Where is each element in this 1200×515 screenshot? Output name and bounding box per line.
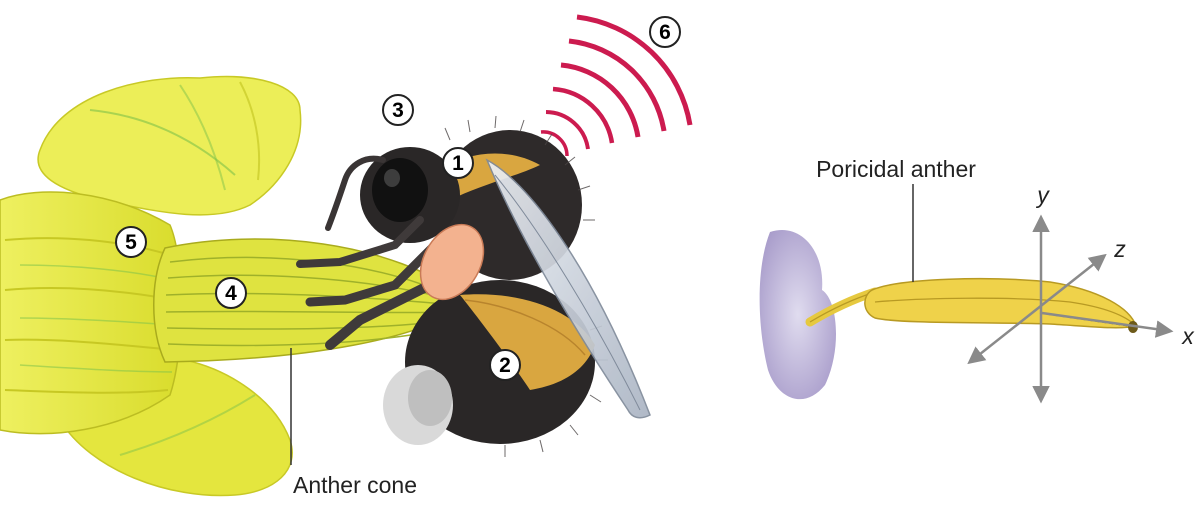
vibration-waves-icon <box>540 14 693 157</box>
axes-icon <box>967 214 1174 404</box>
marker-6: 6 <box>649 16 681 48</box>
marker-4: 4 <box>215 277 247 309</box>
stamen-icon <box>759 229 1138 400</box>
svg-text:1: 1 <box>452 152 464 175</box>
marker-5: 5 <box>115 226 147 258</box>
svg-text:3: 3 <box>392 99 404 122</box>
marker-3: 3 <box>382 94 414 126</box>
svg-text:4: 4 <box>225 282 237 305</box>
svg-text:6: 6 <box>659 21 671 44</box>
bee-wing <box>485 158 651 419</box>
bee-antenna <box>325 155 386 231</box>
poricidal-anther-label: Poricidal anther <box>816 156 976 182</box>
axis-y-label: y <box>1035 182 1050 208</box>
anther-cone-label: Anther cone <box>293 472 417 498</box>
axis-z-label: z <box>1113 236 1126 262</box>
svg-text:5: 5 <box>125 231 137 254</box>
marker-1: 1 <box>442 147 474 179</box>
axis-z <box>967 253 1107 365</box>
bee-eye <box>372 158 428 222</box>
bee-pollen-basket <box>419 223 485 301</box>
axis-x-label: x <box>1181 323 1195 349</box>
marker-2: 2 <box>489 349 521 381</box>
stamen-petal <box>759 229 837 400</box>
svg-text:2: 2 <box>499 354 511 377</box>
